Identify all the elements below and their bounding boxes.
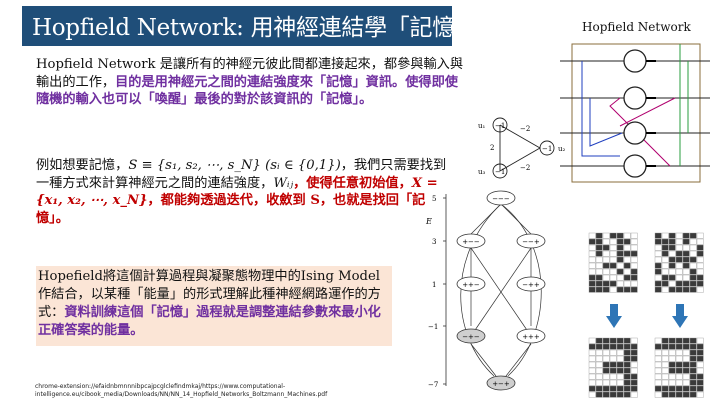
energy-tick-minus7: −7 bbox=[428, 381, 438, 389]
example-red-2: ，都能夠透過迭代，收斂到 S，也就是找回「記憶」。 bbox=[36, 193, 426, 226]
state-label: −−+ bbox=[522, 238, 540, 246]
state-label: +−− bbox=[462, 238, 480, 246]
intro-text: Hopfield Network 是讓所有的神經元彼此間都連接起來，都參與輸入與… bbox=[36, 57, 464, 90]
node-u2-value: −1 bbox=[542, 145, 552, 153]
pattern-grid-top-right bbox=[654, 232, 704, 293]
ising-highlight: 資料訓練這個「記憶」過程就是調整連結參數來最小化正確答案的能量。 bbox=[38, 305, 381, 338]
node-u1-label: u₁ bbox=[478, 122, 486, 130]
three-neuron-diagram: u₁ u₃ u₂ −1 −1 −1 −2 2 −2 bbox=[478, 117, 566, 179]
state-label: −++ bbox=[522, 281, 540, 289]
energy-state-diagram: E 5 3 1 −1 −7 −−− +−− −−+ ++− −++ −+− ++… bbox=[425, 190, 546, 391]
source-url: chrome-extension://efaidnbmnnnibpcajpcgl… bbox=[35, 383, 328, 398]
weight-23-label: −2 bbox=[520, 164, 530, 172]
example-text-1: 例如想要記憶， bbox=[36, 158, 129, 173]
node-u1-value: −1 bbox=[495, 122, 505, 130]
state-label: −−− bbox=[492, 195, 510, 203]
paragraph-intro: Hopfield Network 是讓所有的神經元彼此間都連接起來，都參與輸入與… bbox=[36, 56, 464, 109]
formula-s: S ≡ {s₁, s₂, ⋯, s_N} (sᵢ ∈ {0,1}) bbox=[128, 158, 341, 173]
weight-13-label: 2 bbox=[490, 144, 494, 152]
down-arrow-icon bbox=[672, 304, 688, 328]
intro-highlight: 目的是用神經元之間的連結強度來「記憶」資訊。使得即使隨機的輸入也可以「喚醒」最後… bbox=[36, 74, 458, 108]
formula-x: X = {x₁, x₂, ⋯, x_N} bbox=[36, 175, 438, 209]
network-figure-label: Hopfield Network bbox=[582, 20, 691, 34]
energy-axis-label: E bbox=[425, 217, 432, 226]
weight-symbol: Wᵢⱼ bbox=[273, 175, 294, 191]
state-label: +++ bbox=[522, 333, 540, 341]
pattern-grid-bottom-left bbox=[588, 337, 638, 398]
state-label: −+− bbox=[462, 333, 480, 341]
node-u3-value: −1 bbox=[495, 168, 505, 176]
energy-tick-5: 5 bbox=[432, 195, 436, 203]
ising-text: Hopefield將這個計算過程與凝聚態物理中的Ising Model作結合，以… bbox=[38, 269, 381, 320]
example-red-1: ，使得任意初始值， bbox=[293, 175, 412, 191]
node-u3-label: u₃ bbox=[478, 168, 486, 176]
pattern-grid-top-left bbox=[588, 232, 638, 293]
energy-tick-minus1: −1 bbox=[428, 323, 438, 331]
energy-tick-3: 3 bbox=[432, 238, 436, 246]
state-label: ++− bbox=[462, 281, 480, 289]
title-bar bbox=[22, 6, 452, 46]
highlight-box bbox=[36, 266, 392, 346]
pattern-grid-bottom-right bbox=[654, 337, 704, 398]
energy-tick-1: 1 bbox=[432, 281, 436, 289]
weight-12-label: −2 bbox=[520, 125, 530, 133]
slide-title: Hopfield Network: 用神經連結學「記憶」 bbox=[32, 15, 478, 41]
paragraph-example: 例如想要記憶，S ≡ {s₁, s₂, ⋯, s_N} (sᵢ ∈ {0,1})… bbox=[36, 157, 456, 227]
hopfield-network-diagram bbox=[560, 43, 710, 183]
down-arrow-icon bbox=[606, 304, 622, 328]
node-u2-label: u₂ bbox=[558, 145, 566, 153]
state-label: +−+ bbox=[492, 380, 510, 388]
paragraph-ising: Hopefield將這個計算過程與凝聚態物理中的Ising Model作結合，以… bbox=[38, 268, 390, 340]
example-text-2: ，我們只需要找到一種方式來計算神經元之間的連結強度， bbox=[36, 158, 447, 191]
